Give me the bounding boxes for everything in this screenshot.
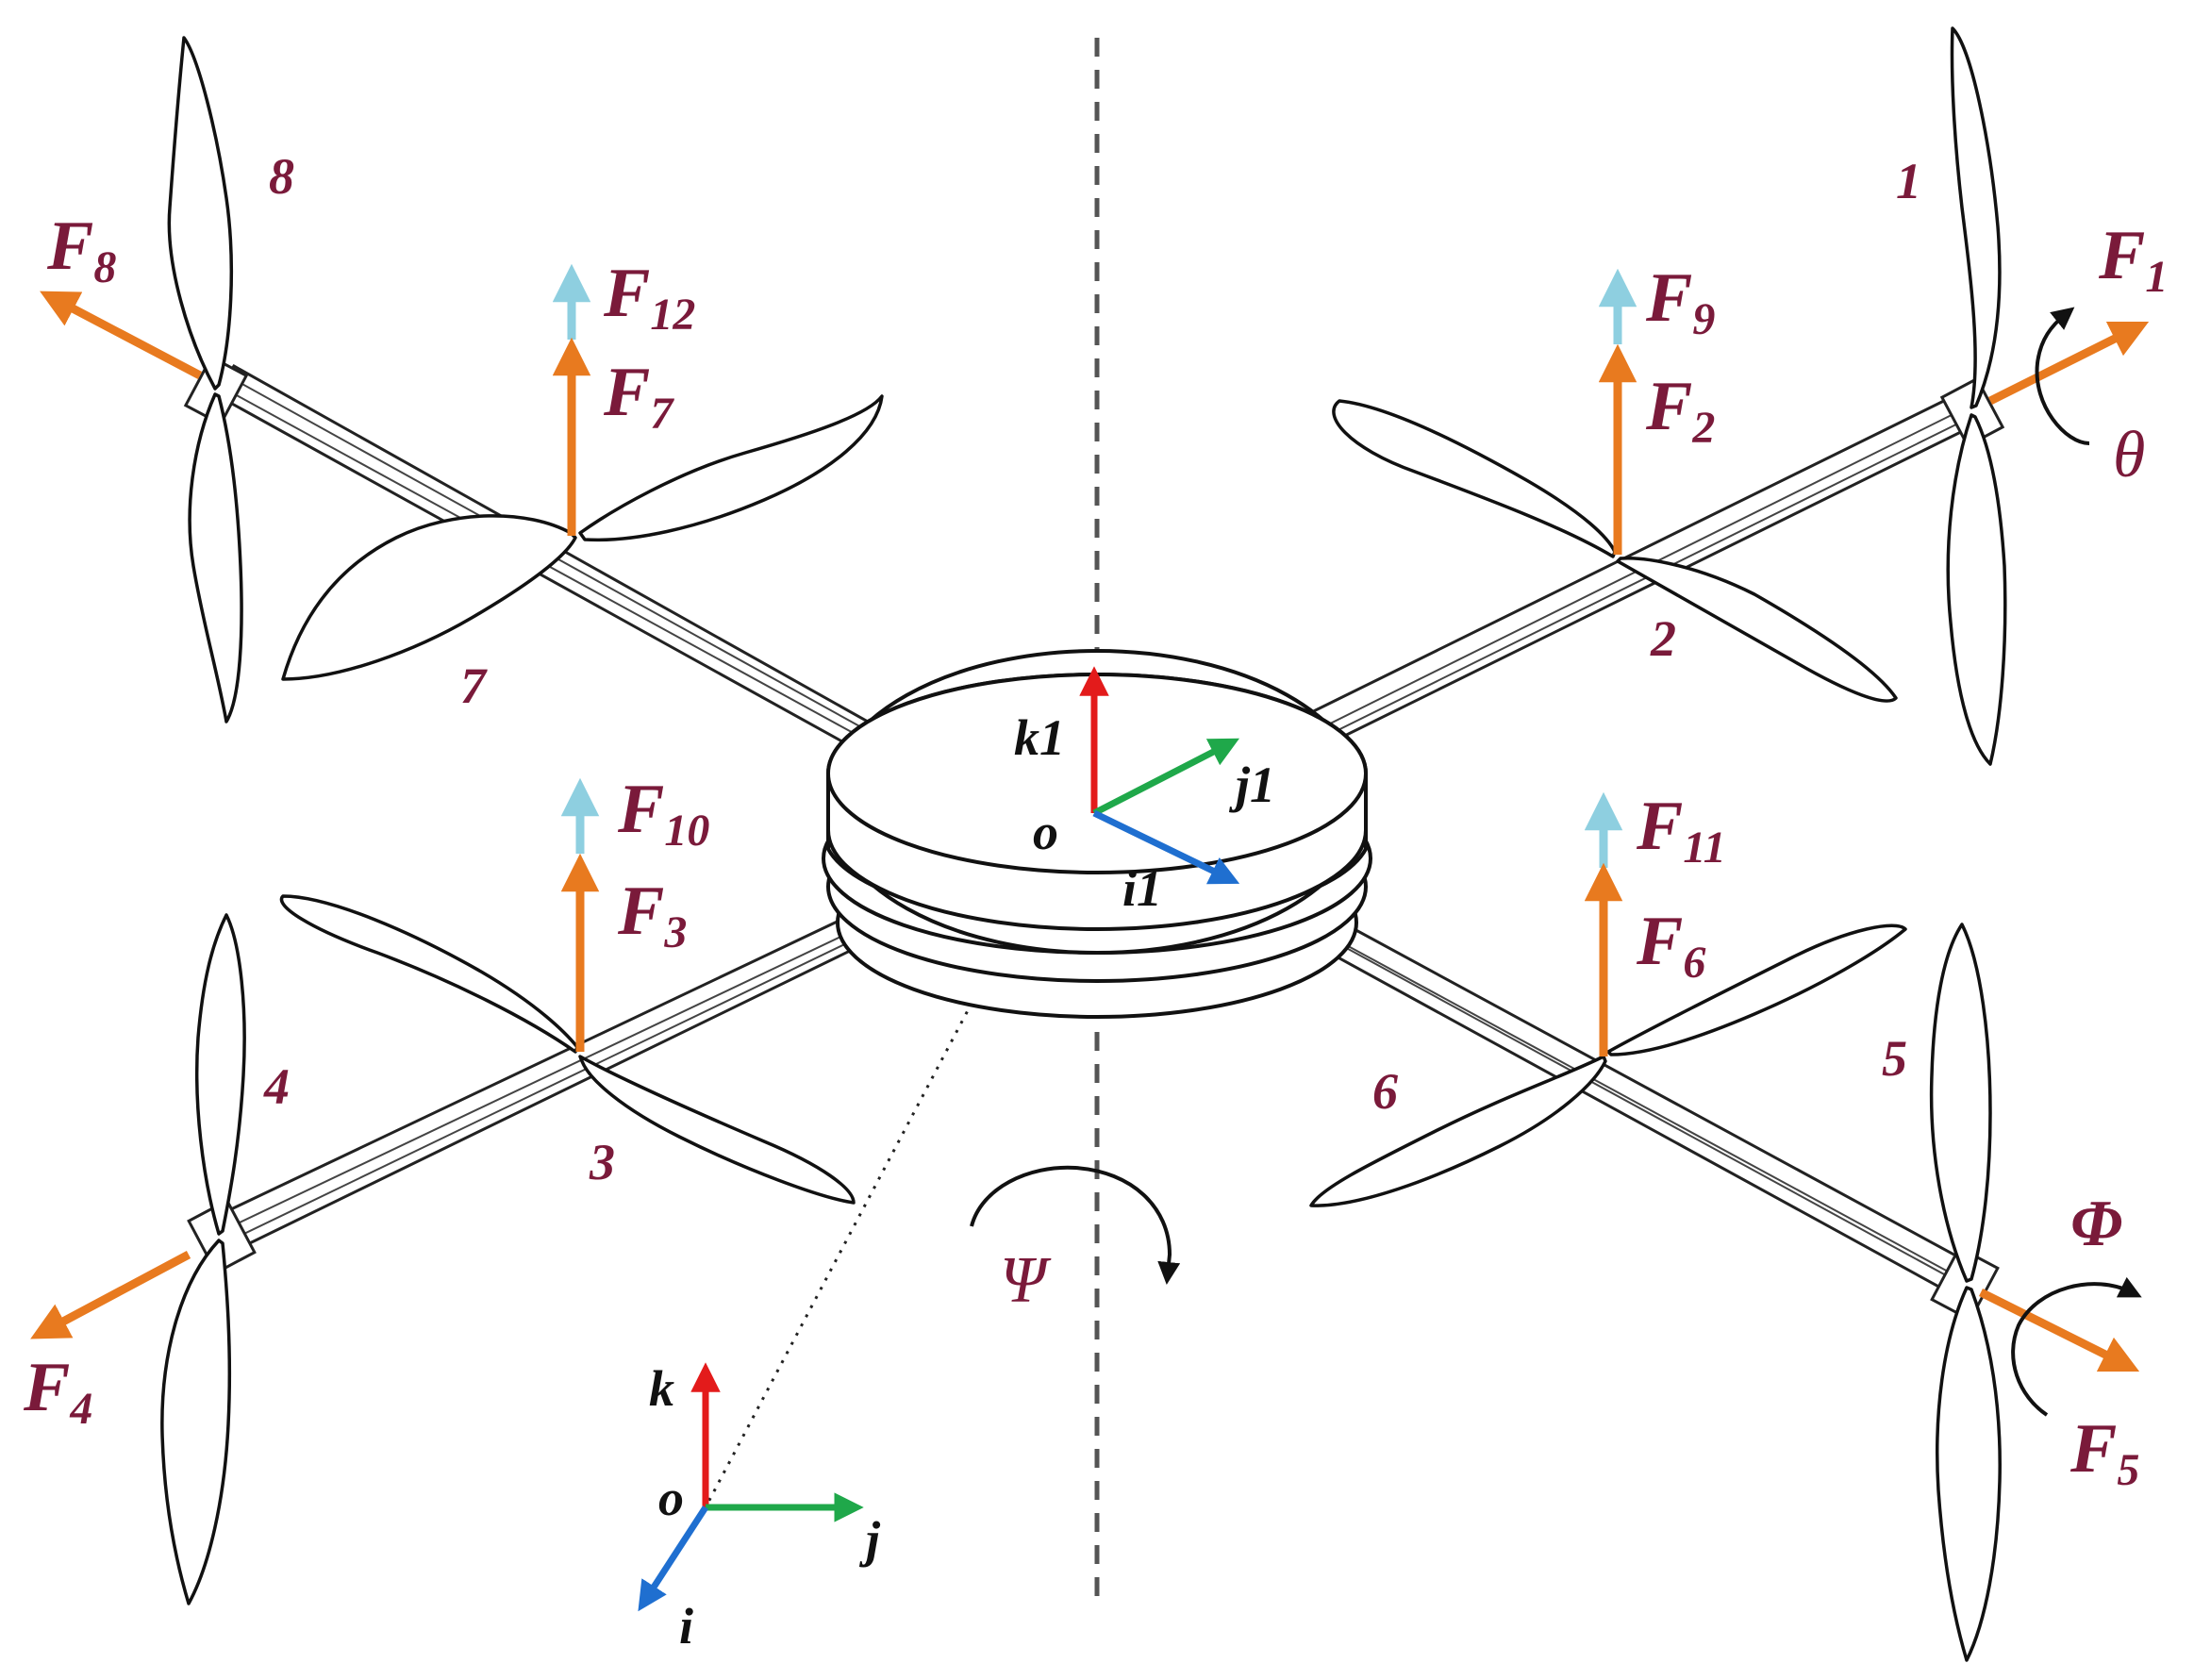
pod-4 — [187, 1198, 257, 1275]
force-arrow-F4 — [30, 1251, 191, 1339]
label-F12: F12 — [603, 255, 695, 340]
label-k1: k1 — [1014, 709, 1065, 766]
label-i1: i1 — [1122, 860, 1162, 917]
inertial-axis-i — [638, 1505, 708, 1612]
label-F7: F7 — [603, 354, 674, 439]
label-inertial-origin: o — [658, 1470, 684, 1526]
force-arrow-F8 — [40, 291, 203, 379]
propeller-blade-icon — [1332, 399, 1898, 703]
rotor-number-6: 6 — [1372, 1063, 1398, 1120]
rotor-number-8: 8 — [269, 148, 294, 205]
label-body-origin: o — [1033, 804, 1058, 860]
propeller-blade-icon — [279, 894, 856, 1205]
rotation-arrow-icon — [970, 1165, 1181, 1285]
label-F11: F11 — [1636, 788, 1726, 873]
rotor-number-5: 5 — [1882, 1030, 1907, 1087]
rotor-number-3: 3 — [589, 1134, 615, 1190]
label-F1: F1 — [2098, 217, 2168, 302]
label-F4: F4 — [23, 1349, 92, 1434]
rotor-number-1: 1 — [1896, 153, 1921, 209]
label-F8: F8 — [46, 208, 116, 292]
body-axis-j1 — [1092, 738, 1240, 817]
rotor-number-2: 2 — [1650, 610, 1676, 667]
label-F2: F2 — [1645, 368, 1715, 453]
pod-8 — [183, 355, 249, 426]
rotor-number-7: 7 — [460, 657, 488, 714]
propeller-blade-icon — [1946, 26, 2007, 766]
label-psi: Ψ — [1000, 1244, 1052, 1317]
label-k: k — [649, 1360, 674, 1417]
force-arrow-F5 — [1978, 1288, 2140, 1372]
body-axis-i1 — [1092, 809, 1240, 885]
label-F9: F9 — [1645, 259, 1715, 344]
label-F10: F10 — [617, 771, 709, 856]
propeller-blade-icon — [160, 913, 246, 1605]
origin-link-dotted-line — [704, 827, 1066, 1508]
rotation-arrow-icon — [2011, 1276, 2142, 1417]
propeller-blade-icon — [1309, 923, 1907, 1207]
propeller-blade-icon — [281, 394, 884, 681]
label-F5: F5 — [2069, 1410, 2139, 1495]
force-arrow-F1 — [1987, 321, 2150, 406]
label-phi: Φ — [2070, 1188, 2122, 1260]
label-j1: j1 — [1228, 757, 1275, 813]
label-F6: F6 — [1636, 903, 1705, 988]
rotation-arrow-icon — [2035, 307, 2090, 445]
label-j: j — [858, 1511, 881, 1568]
label-i: i — [679, 1598, 693, 1655]
arm-rear-left — [213, 890, 922, 1257]
pod-1 — [1939, 376, 2005, 448]
rotor-number-4: 4 — [263, 1058, 290, 1115]
label-F3: F3 — [617, 873, 687, 957]
propeller-blade-icon — [167, 36, 243, 724]
label-theta: θ — [2113, 419, 2145, 491]
propeller-blade-icon — [1929, 923, 2002, 1662]
